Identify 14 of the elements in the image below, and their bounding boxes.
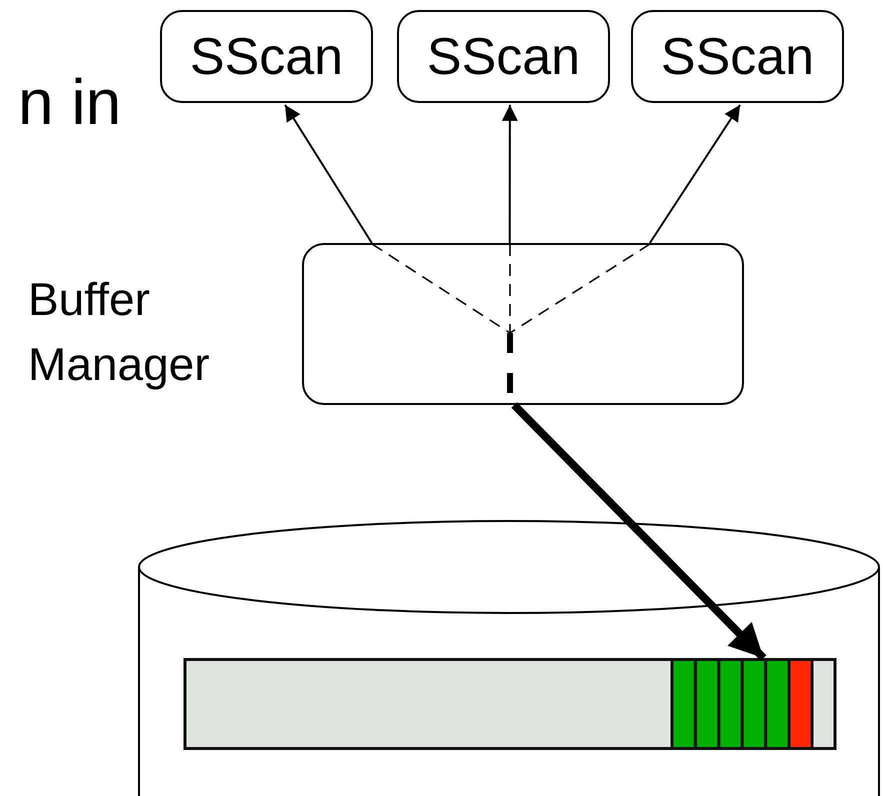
arrow [502,104,518,243]
scan-box [160,10,373,103]
arrow [511,402,766,661]
node-heading: Buffer Manager [28,272,211,392]
page-strip [185,658,835,750]
scan-box [397,10,610,103]
scan-box [631,10,844,103]
arrow [284,104,373,244]
arrow [649,104,741,244]
node-label: SScan [190,30,344,82]
node-label: SScan [660,30,814,82]
disk-cylinder [138,518,880,796]
node-label: SScan [426,30,580,82]
title-fragment: n in [18,70,122,134]
